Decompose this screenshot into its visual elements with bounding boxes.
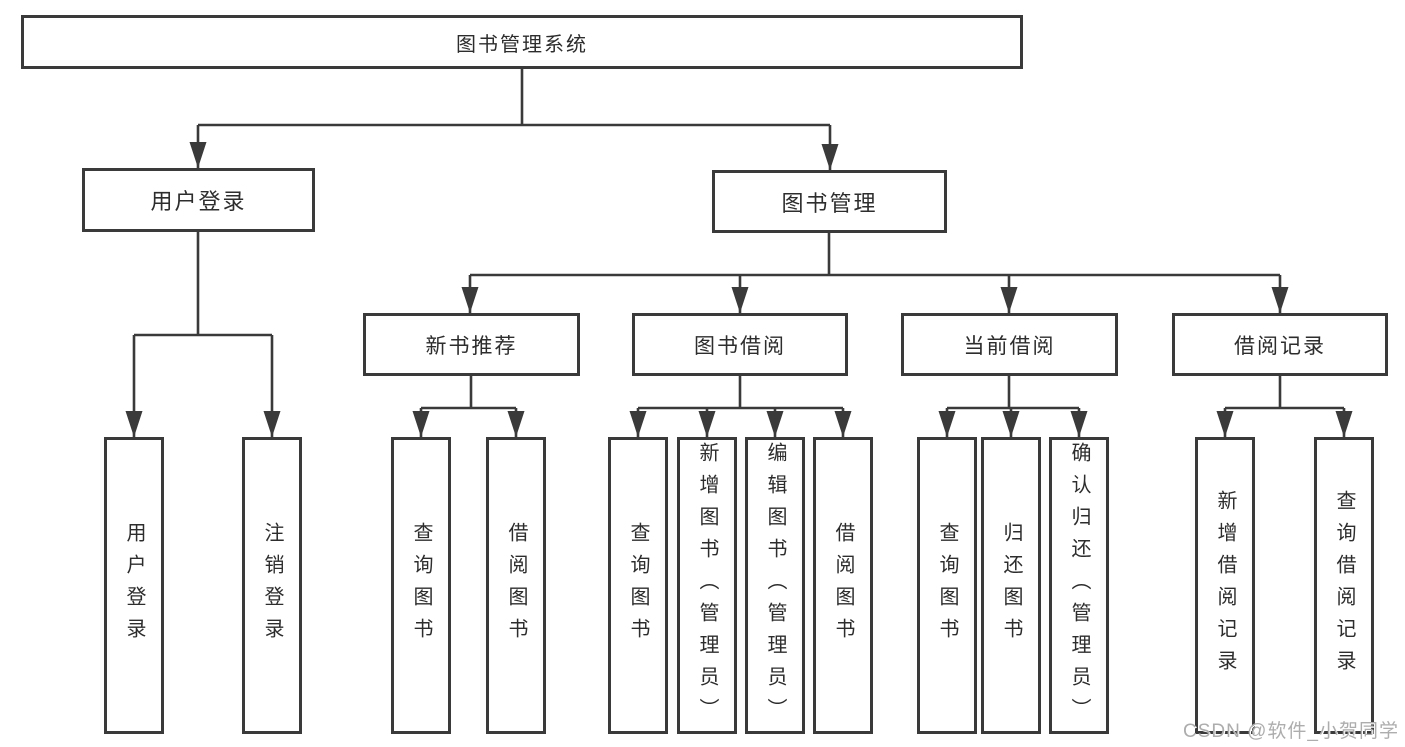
leaf-edit-book-admin: 编辑图书（管理员） [745,437,805,734]
leaf-borrow-book-label: 借阅图书 [832,521,854,650]
leaf-add-book-admin: 新增图书（管理员） [677,437,737,734]
leaf-query-book-recommend-label: 查询图书 [410,521,432,650]
leaf-query-borrow-record-label: 查询借阅记录 [1333,489,1355,682]
leaf-return-book: 归还图书 [981,437,1041,734]
leaf-logout-login: 注销登录 [242,437,302,734]
csdn-watermark: CSDN @软件_小贺同学 [1183,721,1399,742]
leaf-query-book-recommend: 查询图书 [391,437,451,734]
leaf-borrow-book-recommend: 借阅图书 [486,437,546,734]
node-library-management-system: 图书管理系统 [21,15,1023,69]
leaf-query-book-current-label: 查询图书 [936,521,958,650]
leaf-user-login: 用户登录 [104,437,164,734]
node-borrow-record: 借阅记录 [1172,313,1388,376]
leaf-add-borrow-record-label: 新增借阅记录 [1214,489,1236,682]
leaf-query-book-current: 查询图书 [917,437,977,734]
leaf-query-book-borrow-label: 查询图书 [627,521,649,650]
leaf-return-book-label: 归还图书 [1000,521,1022,650]
leaf-confirm-return-admin-label: 确认归还（管理员） [1068,441,1090,730]
node-book-management: 图书管理 [712,170,947,233]
leaf-borrow-book-recommend-label: 借阅图书 [505,521,527,650]
leaf-query-borrow-record: 查询借阅记录 [1314,437,1374,734]
leaf-user-login-label: 用户登录 [123,521,145,650]
leaf-add-book-admin-label: 新增图书（管理员） [696,441,718,730]
leaf-query-book-borrow: 查询图书 [608,437,668,734]
leaf-edit-book-admin-label: 编辑图书（管理员） [764,441,786,730]
node-book-borrow: 图书借阅 [632,313,848,376]
node-user-login: 用户登录 [82,168,315,232]
node-current-borrow: 当前借阅 [901,313,1118,376]
leaf-borrow-book: 借阅图书 [813,437,873,734]
leaf-confirm-return-admin: 确认归还（管理员） [1049,437,1109,734]
node-new-book-recommend: 新书推荐 [363,313,580,376]
leaf-logout-login-label: 注销登录 [261,521,283,650]
leaf-add-borrow-record: 新增借阅记录 [1195,437,1255,734]
